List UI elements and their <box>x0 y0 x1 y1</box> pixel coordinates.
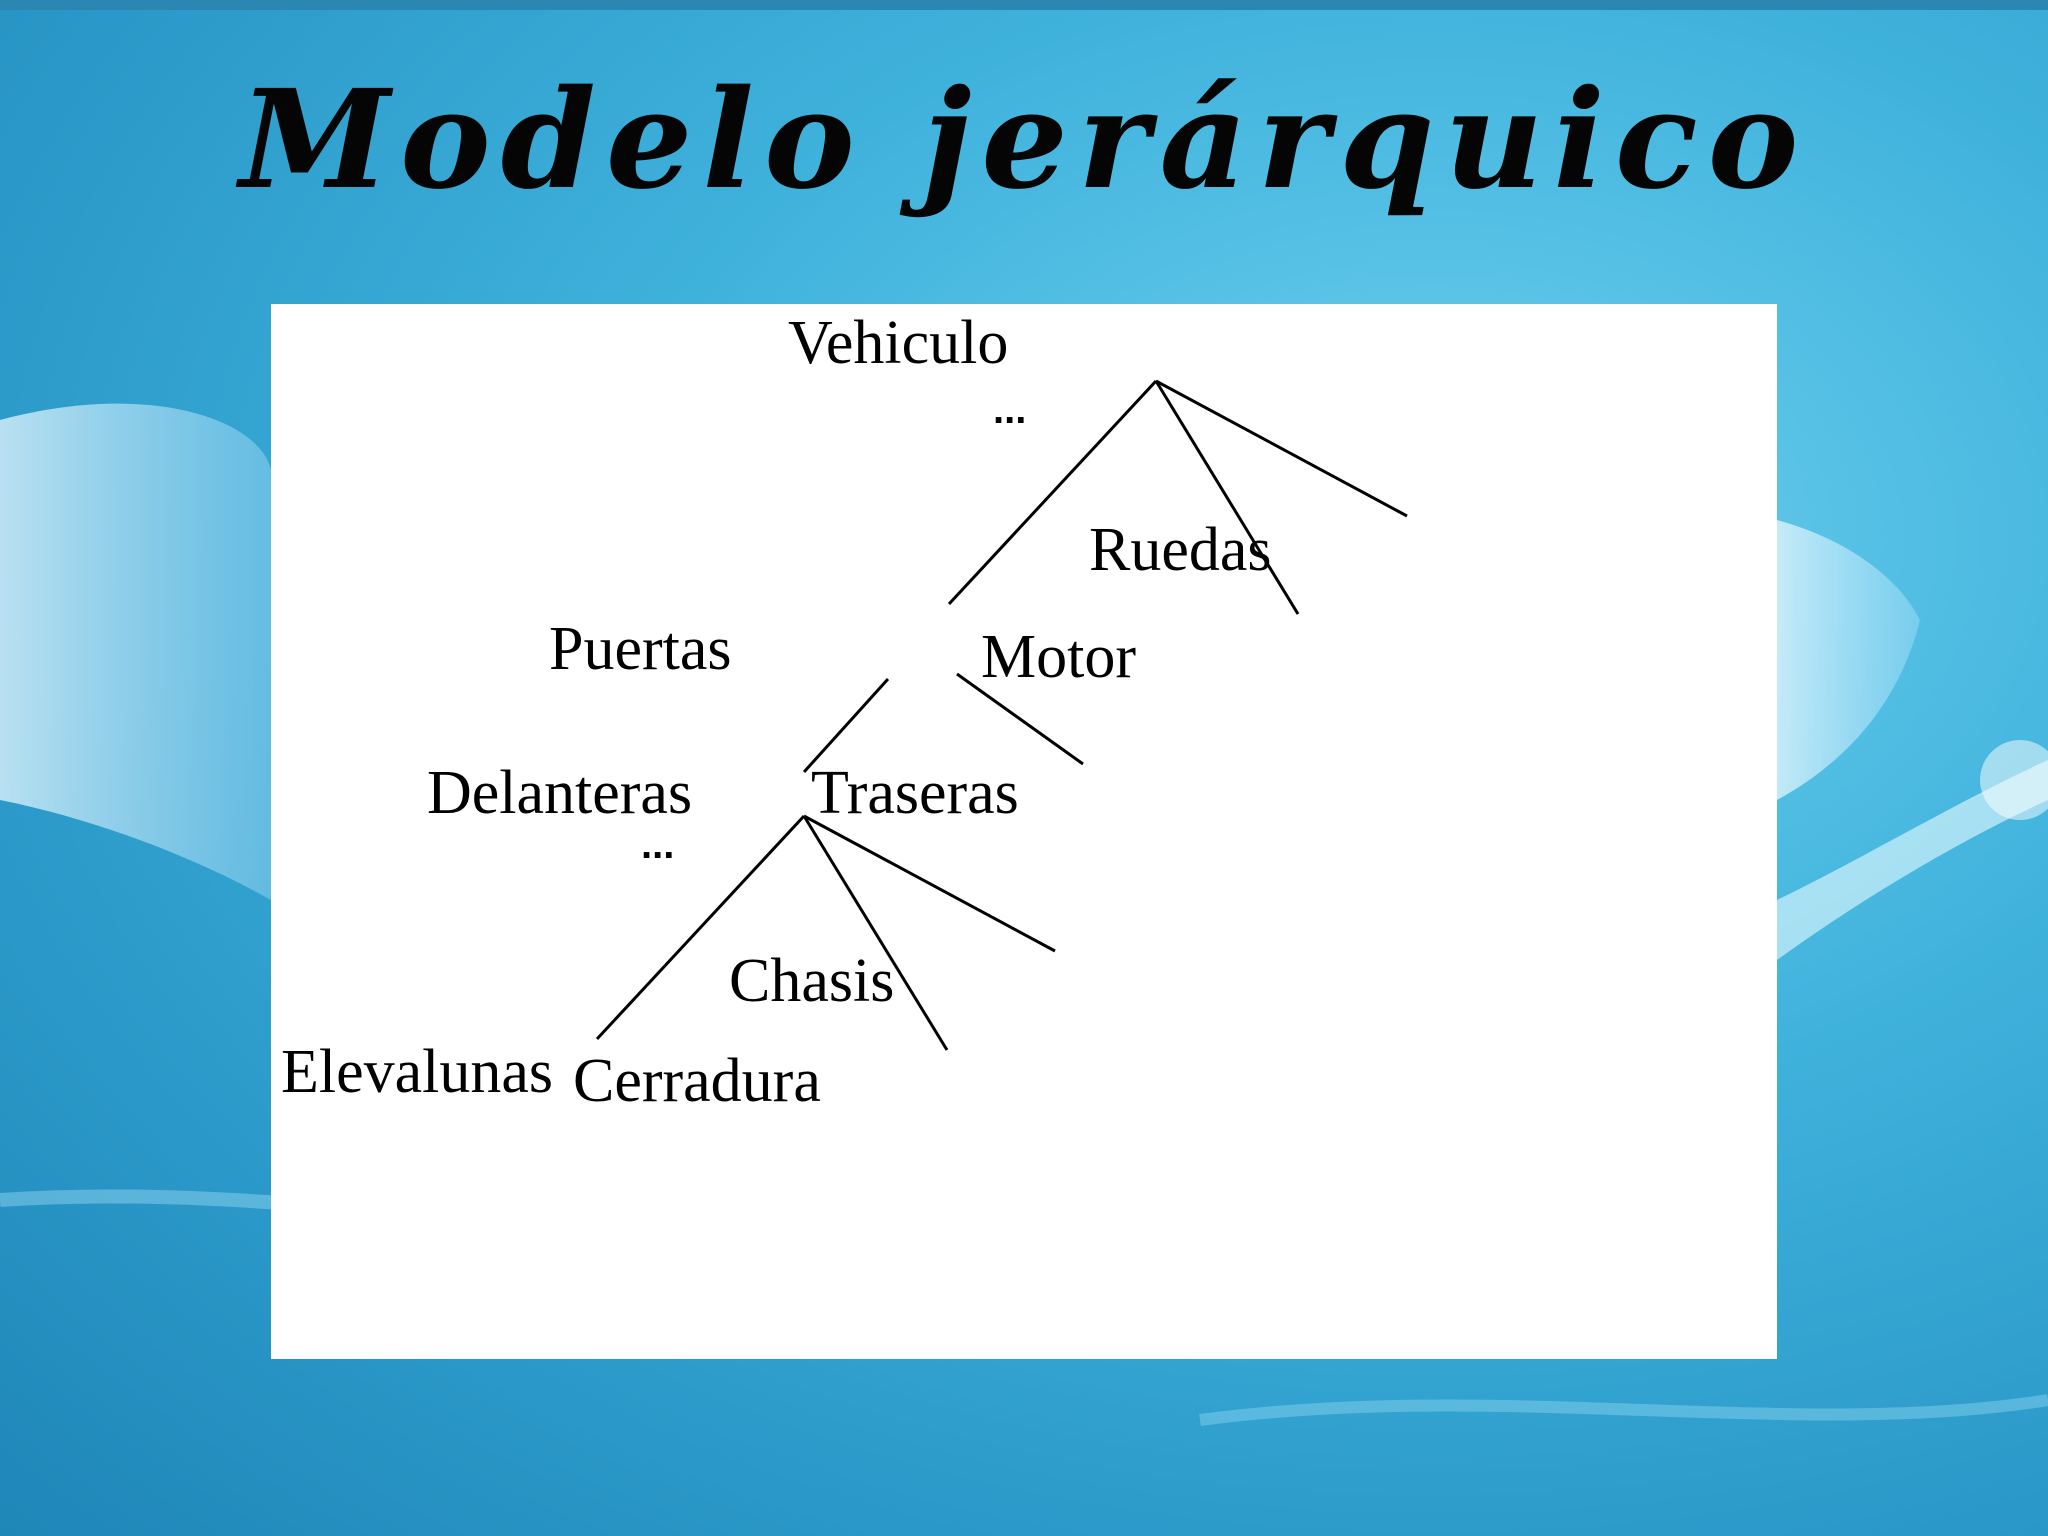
node-puertas: Puertas <box>549 615 732 683</box>
edge-puertas-delanteras <box>802 677 890 774</box>
ellipsis-vehiculo: ... <box>993 388 1027 432</box>
edge-delanteras-elevalunas <box>595 814 806 1041</box>
edge-vehiculo-ruedas <box>1155 379 1408 518</box>
ellipsis-delanteras: ... <box>641 823 675 867</box>
node-delanteras: Delanteras <box>427 759 693 827</box>
node-elevalunas: Elevalunas <box>281 1038 554 1106</box>
node-chasis: Chasis <box>729 947 895 1015</box>
node-traseras: Traseras <box>811 759 1019 827</box>
node-motor: Motor <box>981 623 1136 691</box>
node-ruedas: Ruedas <box>1089 516 1272 584</box>
node-vehiculo: Vehiculo <box>788 309 1009 377</box>
node-cerradura: Cerradura <box>573 1047 821 1115</box>
edge-delanteras-cerradura <box>802 815 949 1051</box>
hierarchy-diagram: Vehiculo ... Puertas Motor Ruedas Delant… <box>271 304 1777 1359</box>
slide-title: Modelo jerárquico <box>239 60 1809 220</box>
edge-vehiculo-puertas <box>947 379 1158 606</box>
top-border <box>0 0 2048 10</box>
edge-puertas-traseras <box>956 672 1084 766</box>
connector-lines <box>595 379 1408 1051</box>
edge-vehiculo-motor <box>1154 380 1300 615</box>
edge-delanteras-chasis <box>803 814 1056 953</box>
